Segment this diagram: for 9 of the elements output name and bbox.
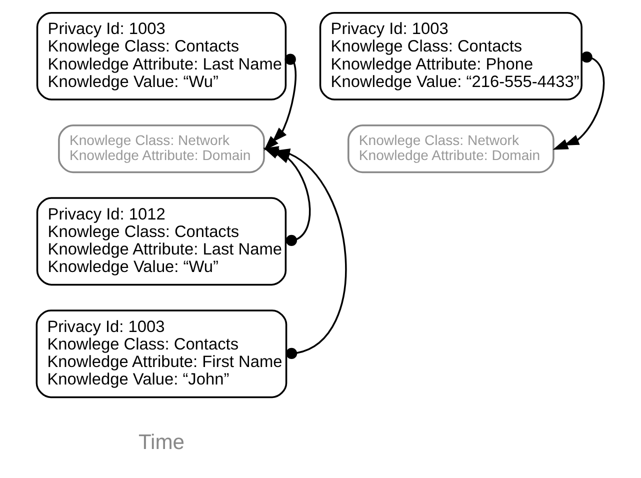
arrow — [264, 54, 296, 151]
node-box: Privacy Id: 1012 Knowlege Class: Contacts Knowledge Attribute: Last Name Knowledge Value: “Wu” — [36, 197, 287, 286]
node-box: Knowlege Class: Network Knowledge Attribute: Domain — [348, 124, 554, 174]
node-box: Privacy Id: 1003 Knowlege Class: Contacts Knowledge Attribute: First Name Knowledge Value: “John” — [36, 310, 288, 398]
node-box: Privacy Id: 1003 Knowlege Class: Contacts Knowledge Attribute: Last Name Knowledge Value: “Wu” — [36, 12, 287, 100]
node-box: Knowlege Class: Network Knowledge Attribute: Domain — [58, 124, 265, 174]
label: Time — [138, 431, 185, 454]
node-box: Privacy Id: 1003 Knowlege Class: Contacts Knowledge Attribute: Phone Knowledge Value: “216-555-4433” — [319, 12, 582, 100]
arrow — [552, 52, 605, 150]
